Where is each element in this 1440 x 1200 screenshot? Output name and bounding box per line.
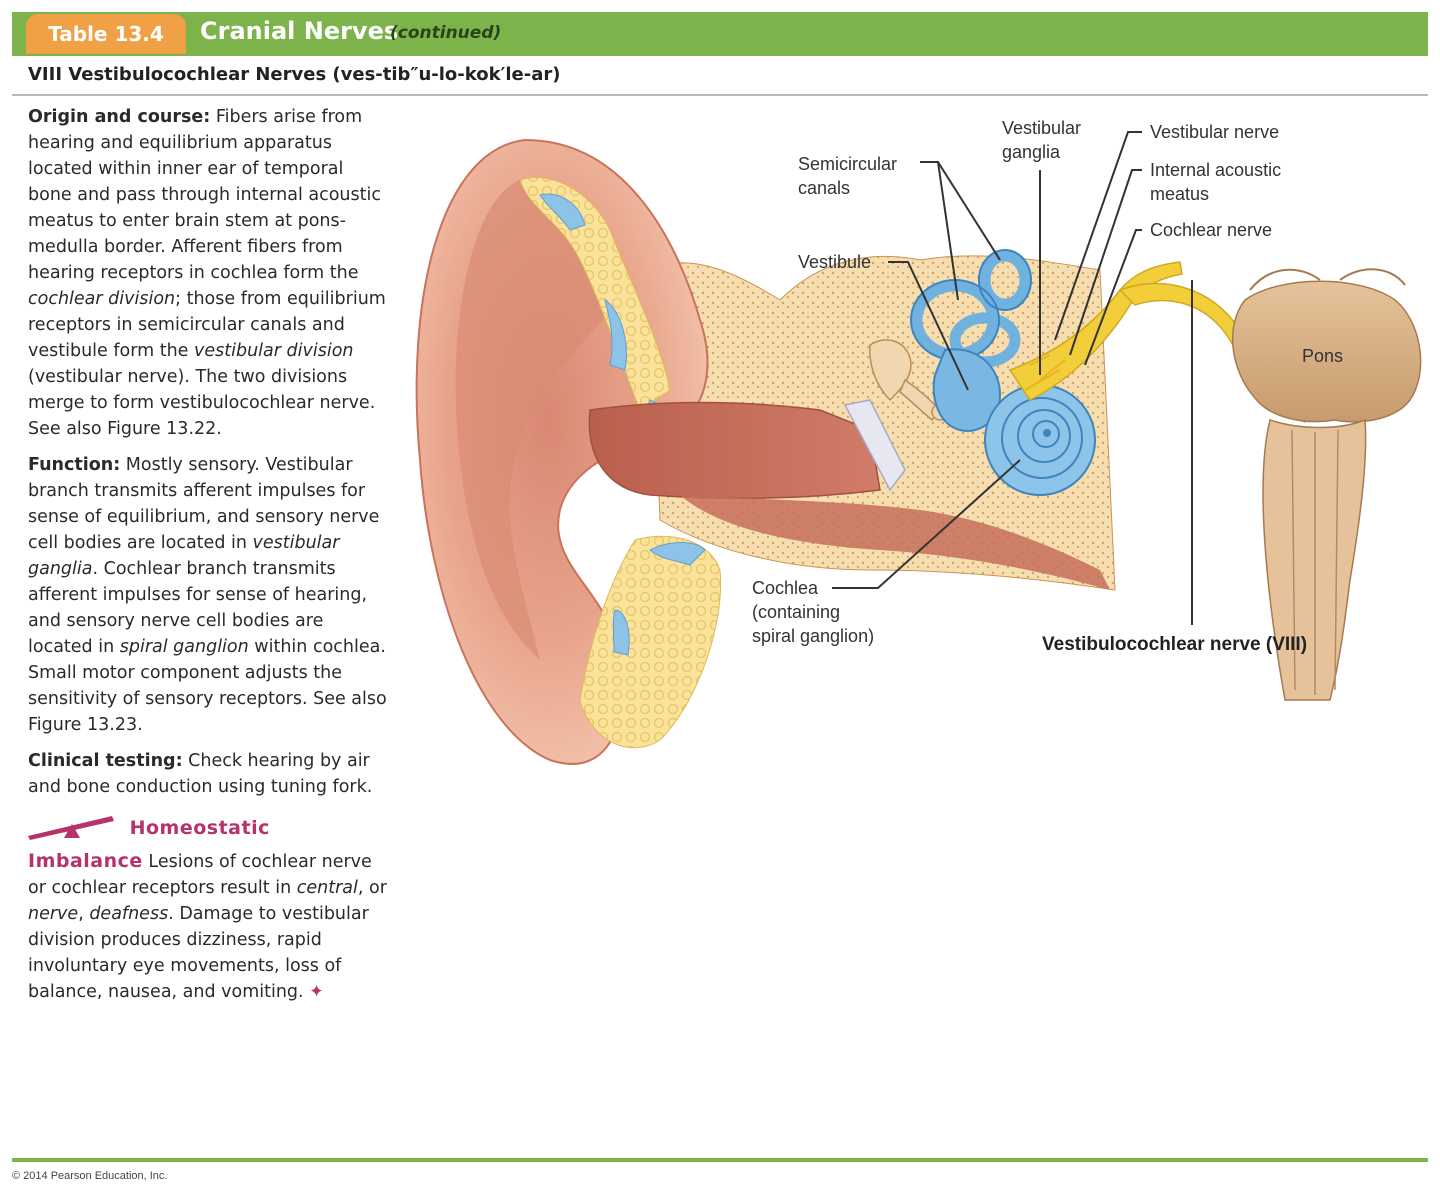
label-vestibule: Vestibule	[798, 252, 871, 272]
description-column: Origin and course: Fibers arise from hea…	[28, 104, 390, 1005]
vestibulocochlear-nerve	[1008, 261, 1183, 401]
nerve-subtitle: VIII Vestibulocochlear Nerves (ves-tib″u…	[28, 64, 561, 85]
imbalance-title: Imbalance	[28, 850, 143, 872]
clinical-paragraph: Clinical testing: Check hearing by air a…	[28, 751, 373, 797]
tympanic-membrane	[843, 399, 906, 492]
auricle-inner-fold	[455, 180, 616, 660]
label-cochlear-nerve: Cochlear nerve	[1150, 220, 1272, 240]
end-mark-icon: ✦	[309, 982, 324, 1002]
homeostatic-title: Homeostatic	[129, 817, 270, 839]
label-vestibulocochlear-nerve: Vestibulocochlear nerve (VIII)	[1042, 634, 1307, 655]
header-subtitle: (continued)	[390, 23, 502, 43]
label-vestibular-ganglia-2: ganglia	[1002, 142, 1061, 162]
label-pons: Pons	[1302, 346, 1343, 366]
seesaw-icon	[28, 810, 116, 848]
cartilage-upper	[519, 176, 671, 411]
cartilage-lower	[579, 535, 722, 749]
label-internal-acoustic-2: meatus	[1150, 184, 1209, 204]
label-internal-acoustic-1: Internal acoustic	[1150, 160, 1281, 180]
pons	[1232, 280, 1422, 423]
label-semicircular-canals-1: Semicircular	[798, 154, 897, 174]
origin-paragraph: Origin and course: Fibers arise from hea…	[28, 107, 386, 439]
label-vestibular-nerve: Vestibular nerve	[1150, 122, 1279, 142]
header-bar	[12, 12, 1428, 56]
function-paragraph: Function: Mostly sensory. Vestibular bra…	[28, 455, 387, 735]
label-cochlea-1: Cochlea	[752, 578, 819, 598]
ear-anatomy-figure: Semicircular canals Vestibular ganglia V…	[400, 100, 1440, 800]
homeostatic-imbalance-block: Homeostatic Imbalance Lesions of cochlea…	[28, 810, 390, 1005]
cochlea	[984, 384, 1096, 496]
top-divider	[12, 94, 1428, 96]
label-semicircular-canals-2: canals	[798, 178, 850, 198]
label-cochlea-2: (containing	[752, 602, 840, 622]
bottom-divider	[12, 1158, 1428, 1162]
label-cochlea-3: spiral ganglion)	[752, 626, 874, 646]
header-title: Cranial Nerves	[200, 17, 399, 45]
copyright-notice: © 2014 Pearson Education, Inc.	[12, 1170, 168, 1182]
table-tab: Table 13.4	[26, 14, 186, 54]
auditory-canal	[588, 401, 881, 500]
label-vestibular-ganglia-1: Vestibular	[1002, 118, 1081, 138]
